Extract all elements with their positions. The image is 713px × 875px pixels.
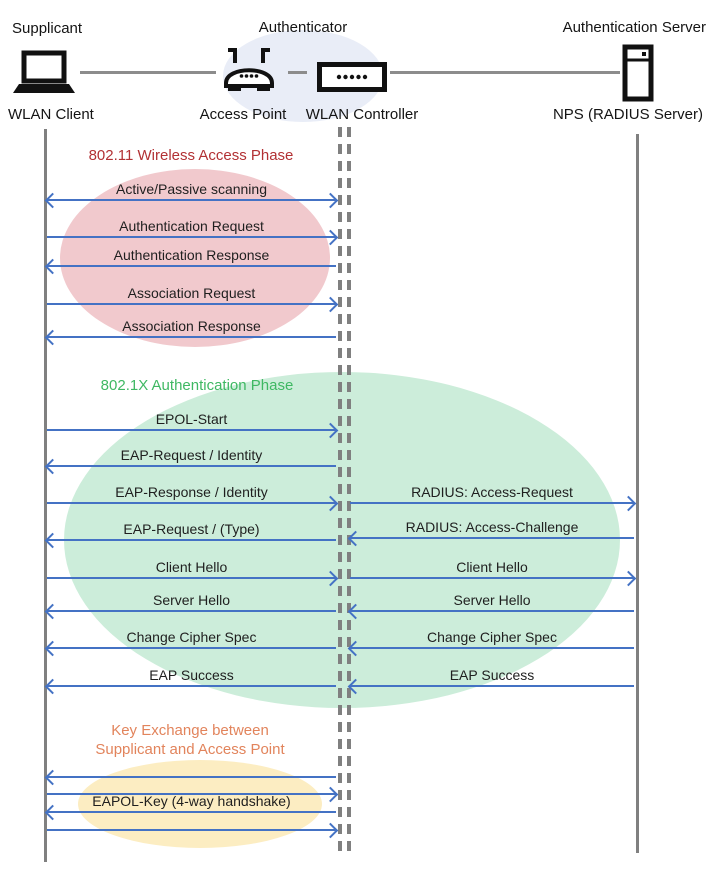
lifeline-wlan-controller-dashed-1	[338, 127, 342, 854]
arrow-left-icon	[47, 811, 336, 813]
message-server-hello-left: Server Hello	[47, 593, 336, 612]
device-nps-radius-server: NPS (RADIUS Server)	[552, 106, 703, 123]
connector-controller-server	[390, 71, 620, 74]
arrow-right-icon	[350, 577, 634, 579]
arrow-left-icon	[47, 265, 336, 267]
handshake-arrow-1	[47, 776, 336, 778]
phase1-title: 802.11 Wireless Access Phase	[88, 147, 294, 164]
message-label: EAP Success	[149, 667, 234, 683]
lifeline-wlan-controller-dashed-2	[347, 127, 351, 854]
arrow-right-icon	[47, 829, 336, 831]
message-change-cipher-spec-right: Change Cipher Spec	[350, 630, 634, 649]
connector-ap-controller	[288, 71, 307, 74]
message-label: Active/Passive scanning	[116, 181, 267, 197]
arrow-left-icon	[350, 537, 634, 539]
server-icon	[622, 44, 654, 102]
message-association-response: Association Response	[47, 319, 336, 338]
message-label: EAP-Request / Identity	[120, 447, 263, 463]
laptop-icon	[13, 50, 75, 93]
message-label: Authentication Response	[113, 247, 270, 263]
message-label: Server Hello	[453, 592, 531, 608]
message-authentication-request: Authentication Request	[47, 219, 336, 238]
message-label: EAP Success	[449, 667, 535, 683]
message-label: EAP-Request / (Type)	[123, 521, 260, 537]
arrow-right-icon	[47, 502, 336, 504]
role-authenticator: Authenticator	[258, 19, 348, 36]
message-label: RADIUS: Access-Challenge	[405, 519, 579, 535]
wlan-controller-icon	[317, 62, 387, 92]
arrow-right-icon	[47, 236, 336, 238]
message-active-passive-scanning: Active/Passive scanning	[47, 182, 336, 201]
message-client-hello-left: Client Hello	[47, 560, 336, 579]
device-wlan-client: WLAN Client	[8, 106, 94, 123]
handshake-arrow-2	[47, 793, 336, 795]
message-label: EPOL-Start	[155, 411, 228, 427]
arrow-left-icon	[47, 336, 336, 338]
message-label: EAPOL-Key (4-way handshake)	[92, 793, 291, 809]
device-wlan-controller: WLAN Controller	[305, 106, 419, 123]
arrow-left-icon	[47, 647, 336, 649]
message-label: Server Hello	[152, 592, 231, 608]
phase3-title-line2: Supplicant and Access Point	[95, 741, 285, 758]
message-label: Authentication Request	[119, 218, 264, 234]
role-authentication-server: Authentication Server	[562, 19, 706, 36]
message-label: Change Cipher Spec	[427, 629, 557, 645]
arrow-left-icon	[350, 610, 634, 612]
role-supplicant: Supplicant	[12, 20, 83, 37]
arrow-left-icon	[47, 465, 336, 467]
phase3-ellipse	[78, 760, 322, 848]
device-access-point: Access Point	[199, 106, 287, 123]
handshake-arrow-4	[47, 829, 336, 831]
message-radius-access-challenge: RADIUS: Access-Challenge	[350, 520, 634, 539]
message-label: RADIUS: Access-Request	[411, 484, 573, 500]
message-authentication-response: Authentication Response	[47, 248, 336, 267]
message-label: EAP-Response / Identity	[115, 484, 268, 500]
phase3-title: Key Exchange between Supplicant and Acce…	[45, 721, 335, 759]
arrow-right-icon	[47, 793, 336, 795]
arrow-right-icon	[47, 303, 336, 305]
message-radius-access-request: RADIUS: Access-Request	[350, 485, 634, 504]
message-label: Association Response	[122, 318, 261, 334]
message-eap-request-type: EAP-Request / (Type)	[47, 522, 336, 541]
message-server-hello-right: Server Hello	[350, 593, 634, 612]
phase2-title: 802.1X Authentication Phase	[100, 377, 294, 394]
message-eap-success-left: EAP Success	[47, 668, 336, 687]
message-label: Client Hello	[155, 559, 228, 575]
message-eap-success-right: EAP Success	[350, 668, 634, 687]
arrow-both-icon	[47, 199, 336, 201]
arrow-right-icon	[350, 502, 634, 504]
arrow-left-icon	[47, 539, 336, 541]
lifeline-wlan-client	[44, 129, 47, 862]
arrow-left-icon	[350, 647, 634, 649]
connector-client-ap	[80, 71, 216, 74]
message-label: Client Hello	[456, 559, 528, 575]
message-association-request: Association Request	[47, 286, 336, 305]
message-eapol-key-handshake: EAPOL-Key (4-way handshake)	[47, 794, 336, 813]
arrow-left-icon	[47, 610, 336, 612]
arrow-right-icon	[47, 577, 336, 579]
message-label: Association Request	[127, 285, 256, 301]
message-change-cipher-spec-left: Change Cipher Spec	[47, 630, 336, 649]
access-point-icon	[224, 48, 274, 91]
lifeline-nps-server	[636, 134, 639, 853]
message-epol-start: EPOL-Start	[47, 412, 336, 431]
message-label: Change Cipher Spec	[126, 629, 257, 645]
arrow-left-icon	[47, 685, 336, 687]
arrow-right-icon	[47, 429, 336, 431]
arrow-left-icon	[47, 776, 336, 778]
message-client-hello-right: Client Hello	[350, 560, 634, 579]
arrow-left-icon	[350, 685, 634, 687]
message-eap-request-identity: EAP-Request / Identity	[47, 448, 336, 467]
message-eap-response-identity: EAP-Response / Identity	[47, 485, 336, 504]
phase3-title-line1: Key Exchange between	[111, 722, 269, 739]
